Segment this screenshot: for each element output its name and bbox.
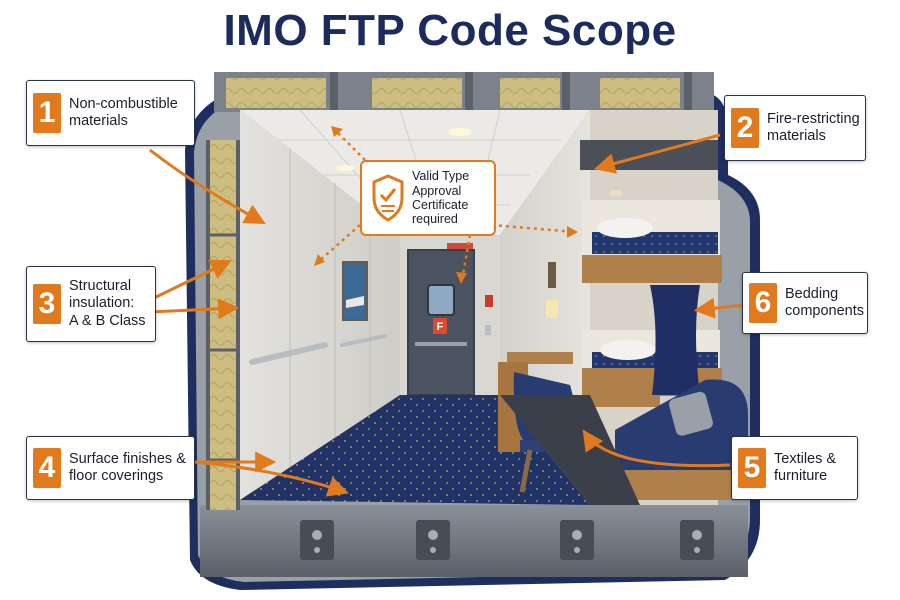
callout-structural-insulation: 3 Structural insulation: A & B Class xyxy=(26,266,156,342)
type-approval-certificate-box: Valid Type Approval Certificate required xyxy=(360,160,496,236)
callout-bedding-components: 6 Bedding components xyxy=(742,272,868,334)
callout-label: Textiles & furniture xyxy=(774,450,837,484)
callout-label: Structural insulation: A & B Class xyxy=(69,277,146,329)
callout-fire-restricting-materials: 2 Fire-restricting materials xyxy=(724,95,866,161)
callout-non-combustible-materials: 1 Non-combustible materials xyxy=(26,80,195,146)
ceiling-insulation xyxy=(226,78,680,108)
callout-textiles-furniture: 5 Textiles & furniture xyxy=(731,436,858,500)
callout-label: Non-combustible materials xyxy=(69,95,178,129)
callout-surface-finishes: 4 Surface finishes & floor coverings xyxy=(26,436,195,500)
page-title: IMO FTP Code Scope xyxy=(223,6,677,55)
callout-label: Bedding components xyxy=(785,285,864,319)
door-fire-sign xyxy=(433,318,447,334)
wall-insulation xyxy=(208,140,238,510)
callout-number: 2 xyxy=(731,108,759,148)
callout-label: Surface finishes & floor coverings xyxy=(69,450,186,484)
callout-number: 1 xyxy=(33,93,61,133)
shield-checklist-icon xyxy=(372,174,404,222)
certificate-text: Valid Type Approval Certificate required xyxy=(412,169,470,227)
callout-number: 3 xyxy=(33,284,61,324)
callout-number: 5 xyxy=(738,448,766,488)
callout-number: 4 xyxy=(33,448,61,488)
callout-label: Fire-restricting materials xyxy=(767,110,860,144)
svg-text:F: F xyxy=(437,321,444,333)
callout-number: 6 xyxy=(749,283,777,323)
